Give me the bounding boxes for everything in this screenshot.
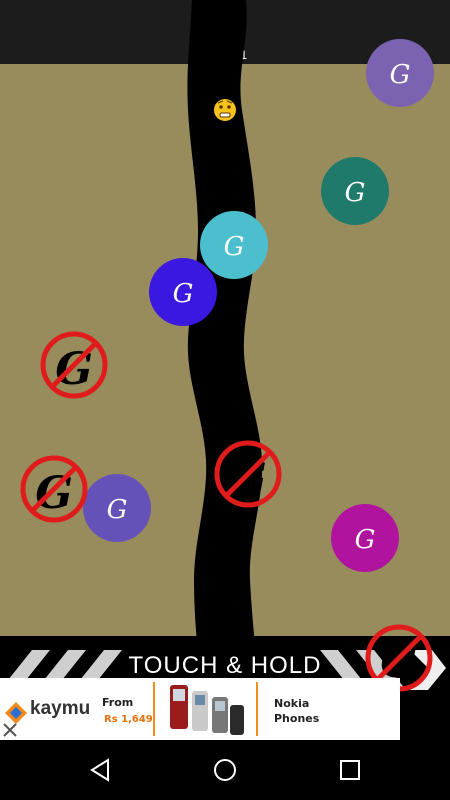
g-token-letter: G	[107, 495, 128, 525]
no-g-hazard-icon: G	[40, 331, 108, 399]
winding-path	[187, 0, 263, 680]
no-g-hazard-icon: G	[214, 440, 282, 508]
g-token-letter: G	[173, 279, 194, 309]
g-token: G	[83, 474, 151, 542]
g-token-circle	[200, 211, 268, 279]
ad-from-label: From	[102, 696, 134, 709]
ad-price: Rs 1,649	[104, 714, 153, 725]
g-token-letter: G	[390, 60, 411, 90]
g-token-letter: G	[355, 525, 376, 555]
g-token-circle	[366, 39, 434, 107]
g-token: G	[366, 39, 434, 107]
g-token: G	[149, 258, 217, 326]
worried-face-icon	[214, 99, 236, 121]
g-token-circle	[331, 504, 399, 572]
home-icon[interactable]	[195, 740, 255, 800]
ad-banner[interactable]: kaymu From Rs 1,649 Nokia Phones	[0, 678, 400, 740]
ad-divider	[256, 682, 258, 736]
g-token-circle	[149, 258, 217, 326]
recents-icon[interactable]	[320, 740, 380, 800]
g-token: G	[321, 157, 389, 225]
g-token-letter: G	[345, 178, 366, 208]
touch-and-hold-prompt: TOUCH & HOLD	[128, 652, 322, 679]
phones-image-icon	[170, 685, 244, 735]
ad-divider	[153, 682, 155, 736]
system-nav-bar	[0, 740, 450, 800]
g-token: G	[331, 504, 399, 572]
g-token-circle	[83, 474, 151, 542]
back-icon[interactable]	[70, 740, 130, 800]
g-token: G	[200, 211, 268, 279]
ad-brand: kaymu	[30, 698, 91, 719]
ad-product: Nokia Phones	[274, 697, 320, 725]
close-icon[interactable]	[2, 722, 18, 738]
kaymu-logo-icon	[5, 702, 27, 724]
no-g-hazard-icon: G	[20, 455, 88, 523]
g-token-letter: G	[224, 232, 245, 262]
g-token-circle	[321, 157, 389, 225]
